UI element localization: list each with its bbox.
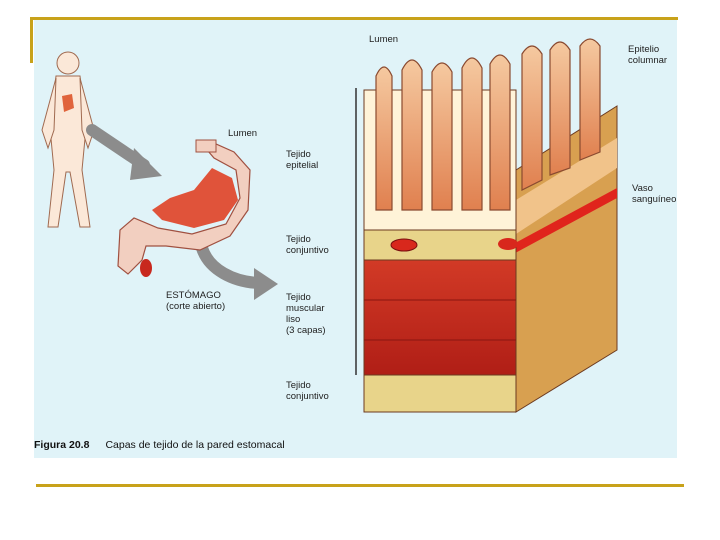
left-divider-bar — [30, 17, 33, 63]
label-tejido-muscular-liso: Tejido muscular liso (3 capas) — [286, 292, 326, 336]
label-tejido-conjuntivo-lower: Tejido conjuntivo — [286, 380, 329, 402]
label-vaso-sanguineo: Vaso sanguíneo — [632, 183, 676, 205]
caption-text: Capas de tejido de la pared estomacal — [105, 439, 284, 451]
stomach-wall-figure: Lumen Epitelio columnar Vaso sanguíneo L… — [34, 20, 677, 458]
human-figure — [42, 52, 94, 227]
figure-caption: Figura 20.8 Capas de tejido de la pared e… — [34, 439, 285, 451]
label-estomago: ESTÓMAGO (corte abierto) — [166, 290, 225, 312]
caption-number: Figura 20.8 — [34, 439, 89, 451]
label-lumen-top: Lumen — [369, 34, 398, 45]
tissue-block — [356, 39, 617, 412]
illustration — [34, 20, 677, 458]
label-tejido-conjuntivo-upper: Tejido conjuntivo — [286, 234, 329, 256]
bottom-divider-line — [36, 484, 684, 487]
label-epitelio-columnar: Epitelio columnar — [628, 44, 667, 66]
arrow-to-stomach — [92, 130, 162, 180]
label-tejido-epitelial: Tejido epitelial — [286, 149, 318, 171]
label-lumen-stomach: Lumen — [228, 128, 257, 139]
